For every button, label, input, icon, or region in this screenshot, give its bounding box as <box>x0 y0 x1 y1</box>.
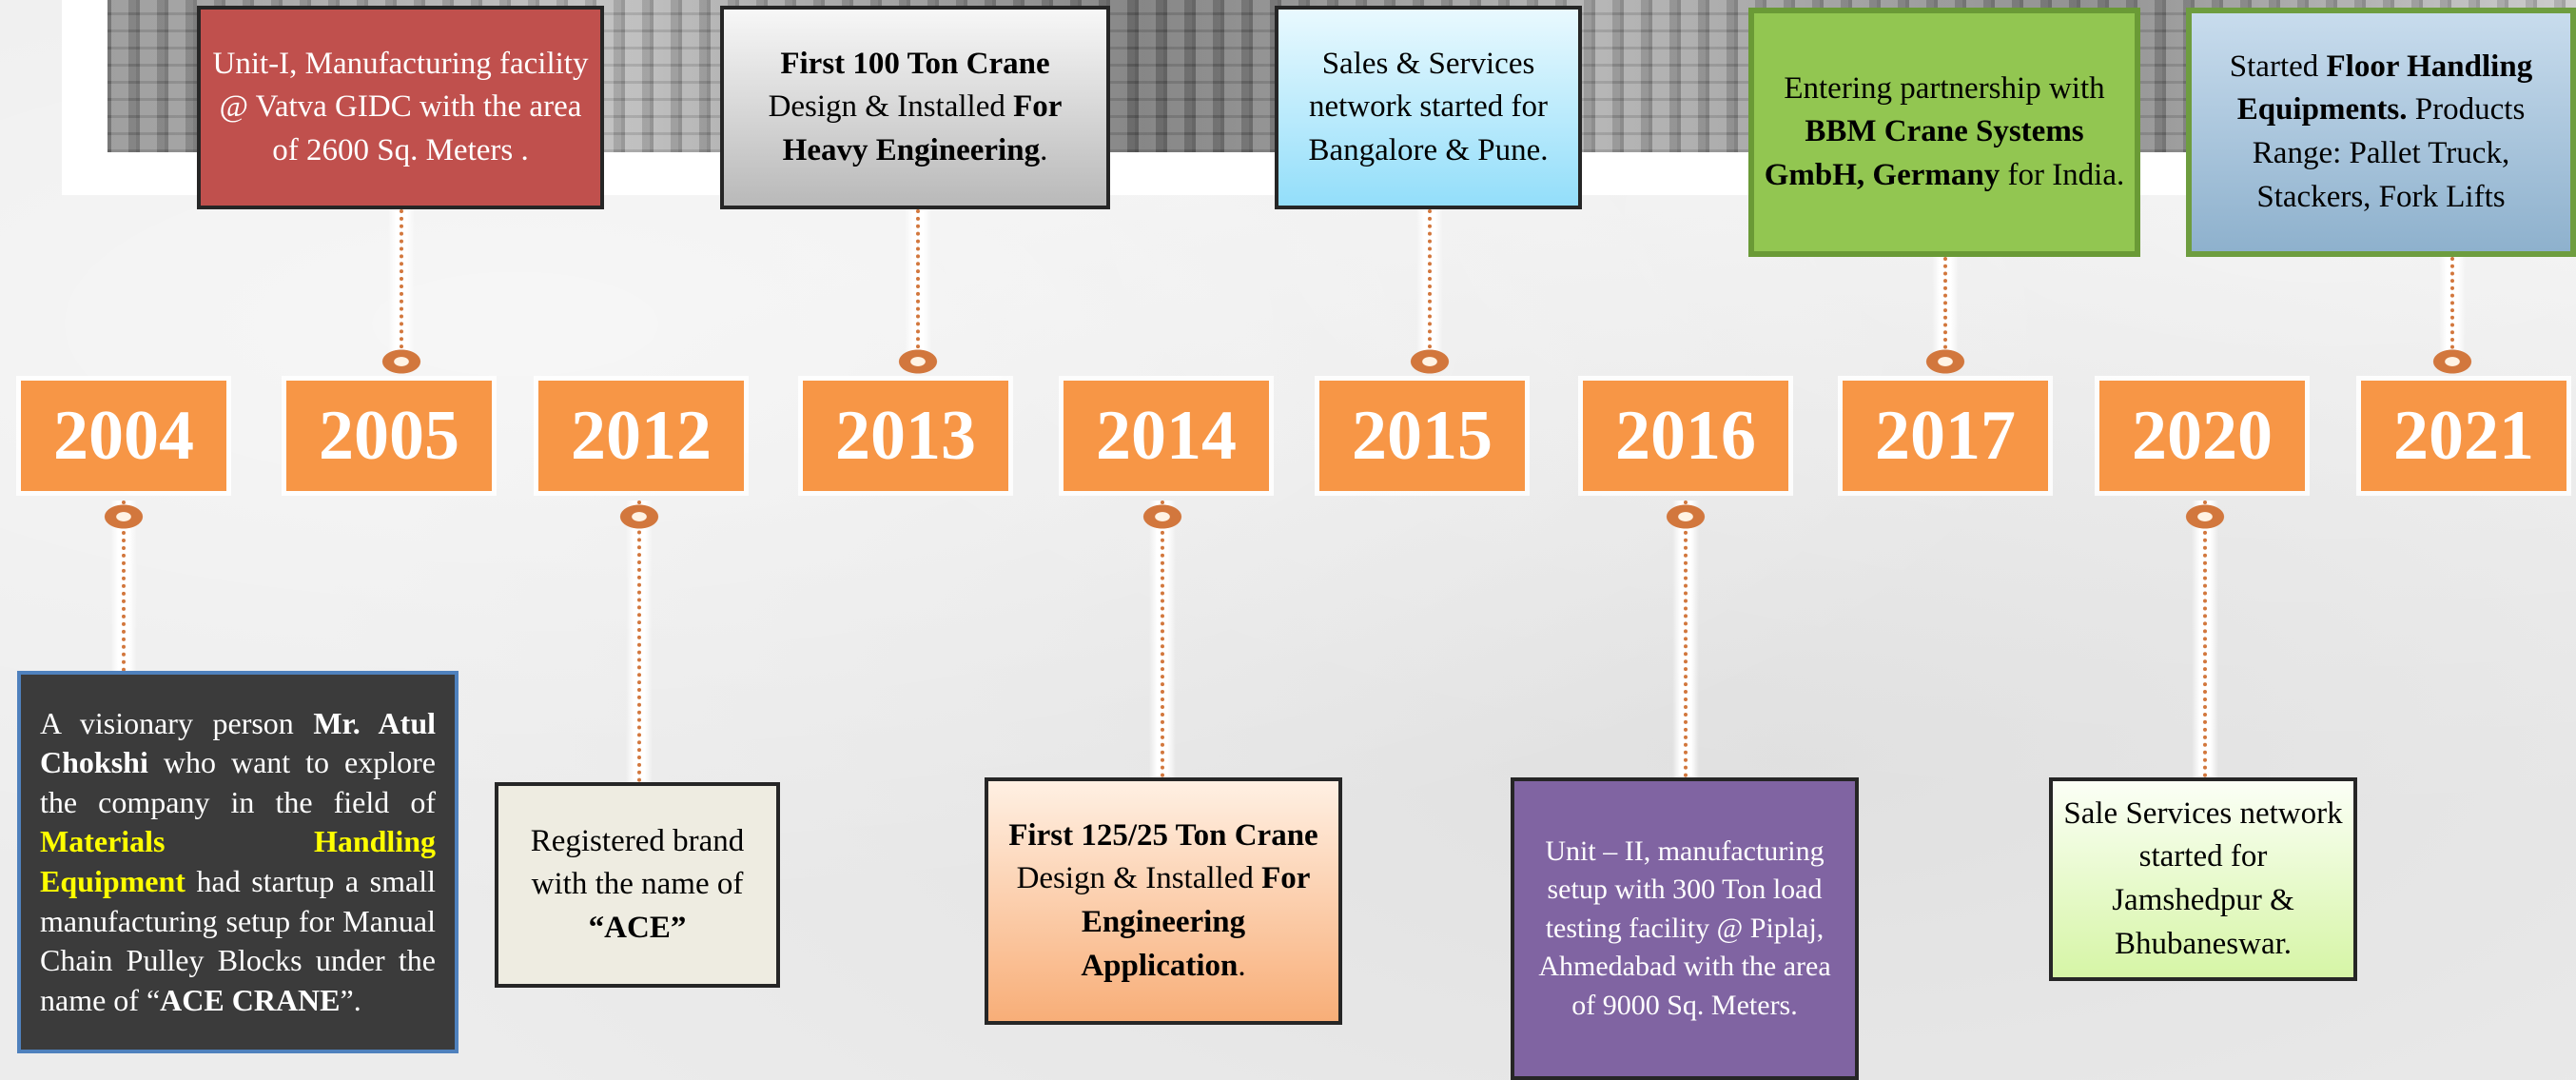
connector-2012 <box>626 501 653 782</box>
event-box-2017: Entering partnership with BBM Crane Syst… <box>1748 8 2140 257</box>
year-2016: 2016 <box>1583 381 1788 491</box>
connector-cap-2017 <box>1922 347 1968 376</box>
event-box-2005: Unit-I, Manufacturing facility @ Vatva G… <box>197 6 604 209</box>
event-text-2014: First 125/25 Ton Crane Design & Installe… <box>1008 817 1318 983</box>
connector-cap-2020 <box>2182 502 2228 531</box>
year-2014: 2014 <box>1064 381 1269 491</box>
connector-2020 <box>2192 501 2218 777</box>
connector-cap-2015 <box>1407 347 1453 376</box>
connector-cap-2014 <box>1140 502 1185 531</box>
event-box-2004: A visionary person Mr. Atul Chokshi who … <box>17 671 459 1053</box>
connector-cap-2004 <box>101 502 146 531</box>
year-2004: 2004 <box>21 381 226 491</box>
connector-2005 <box>388 209 415 371</box>
connector-cap-2021 <box>2430 347 2475 376</box>
event-text-2005: Unit-I, Manufacturing facility @ Vatva G… <box>212 46 589 167</box>
event-box-2012: Registered brand with the name of “ACE” <box>495 782 780 988</box>
year-2020: 2020 <box>2099 381 2305 491</box>
event-text-2021: Started Floor Handling Equipments. Produ… <box>2229 49 2533 214</box>
year-2005: 2005 <box>286 381 492 491</box>
event-box-2016: Unit – II, manufacturing setup with 300 … <box>1511 777 1859 1080</box>
year-2017: 2017 <box>1843 381 2048 491</box>
event-text-2016: Unit – II, manufacturing setup with 300 … <box>1538 835 1831 1021</box>
connector-cap-2005 <box>379 347 424 376</box>
connector-2016 <box>1672 501 1699 777</box>
connector-cap-2016 <box>1663 502 1708 531</box>
event-box-2020: Sale Services network started for Jamshe… <box>2049 777 2357 981</box>
connector-2013 <box>905 209 931 371</box>
connector-cap-2013 <box>895 347 941 376</box>
event-box-2013: First 100 Ton Crane Design & Installed F… <box>720 6 1110 209</box>
event-box-2015: Sales & Services network started for Ban… <box>1275 6 1582 209</box>
connector-2014 <box>1149 501 1176 777</box>
event-text-2020: Sale Services network started for Jamshe… <box>2063 795 2343 961</box>
event-text-2013: First 100 Ton Crane Design & Installed F… <box>768 46 1063 167</box>
connector-cap-2012 <box>616 502 662 531</box>
year-2015: 2015 <box>1319 381 1525 491</box>
year-2012: 2012 <box>538 381 744 491</box>
year-2013: 2013 <box>803 381 1008 491</box>
event-box-2021: Started Floor Handling Equipments. Produ… <box>2186 8 2576 257</box>
event-text-2004: A visionary person Mr. Atul Chokshi who … <box>40 705 437 1017</box>
event-text-2012: Registered brand with the name of “ACE” <box>530 823 745 945</box>
event-text-2015: Sales & Services network started for Ban… <box>1308 46 1549 167</box>
year-2021: 2021 <box>2361 381 2566 491</box>
event-box-2014: First 125/25 Ton Crane Design & Installe… <box>985 777 1342 1025</box>
event-text-2017: Entering partnership with BBM Crane Syst… <box>1764 70 2125 192</box>
connector-2015 <box>1416 209 1443 371</box>
